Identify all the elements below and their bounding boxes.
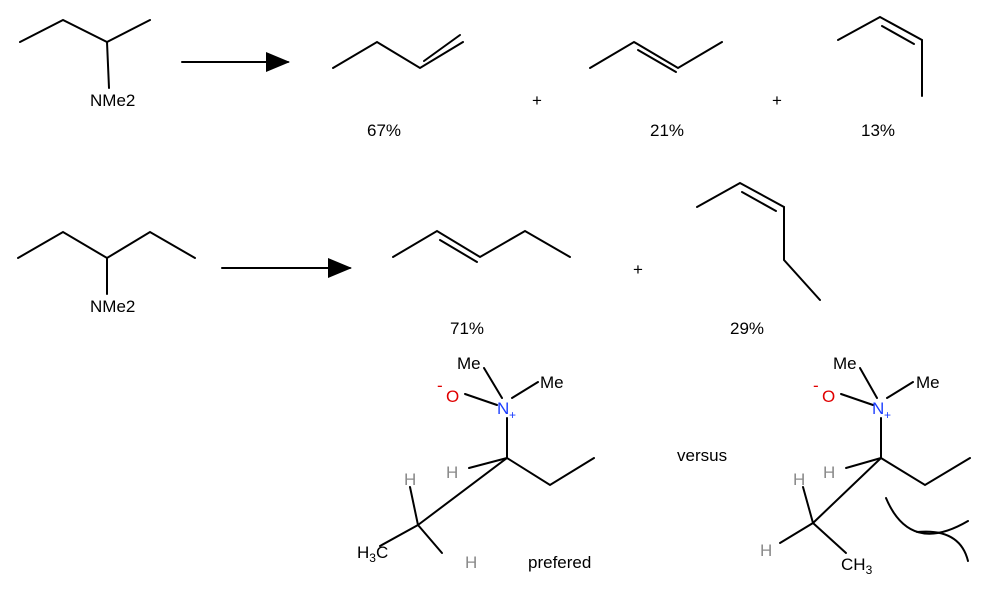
yield-cis-2-butene: 13% (861, 121, 895, 140)
plus-sign: + (772, 91, 782, 110)
hydrogen-label: H (465, 553, 477, 572)
conformer-disfavored: Me Me - O N + H H H CH3 (760, 354, 971, 577)
methyl-label: Me (540, 373, 564, 392)
negative-charge: - (437, 376, 443, 395)
hydrogen-label: H (760, 541, 772, 560)
h3c-label: H3C (357, 543, 388, 565)
oxygen-label: O (446, 387, 459, 406)
nitrogen-label: N (497, 399, 509, 418)
yield-trans-2-butene: 21% (650, 121, 684, 140)
hydrogen-label: H (793, 470, 805, 489)
oxygen-label: O (822, 387, 835, 406)
positive-charge: + (884, 408, 891, 422)
methyl-label: Me (916, 373, 940, 392)
plus-sign: + (633, 260, 643, 279)
hydrogen-label: H (446, 463, 458, 482)
product-cis-2-pentene (696, 181, 821, 301)
yield-cis-2-pentene: 29% (730, 319, 764, 338)
preferred-label: prefered (528, 553, 591, 572)
reactant-2-butyl-dimethylamine: NMe2 (19, 18, 151, 110)
yield-trans-2-pentene: 71% (450, 319, 484, 338)
reactant-3-pentyl-dimethylamine: NMe2 (17, 230, 196, 316)
hydrogen-label: H (823, 463, 835, 482)
methyl-label: Me (833, 354, 857, 373)
nme2-label: NMe2 (90, 91, 135, 110)
nitrogen-label: N (872, 399, 884, 418)
steric-clash-arc (885, 497, 969, 535)
product-trans-2-butene (589, 40, 723, 73)
negative-charge: - (813, 376, 819, 395)
nme2-label: NMe2 (90, 297, 135, 316)
versus-label: versus (677, 446, 727, 465)
yield-1-butene: 67% (367, 121, 401, 140)
conformer-preferred: Me Me - O N + H H H H3C prefered (357, 354, 595, 572)
steric-clash-arc (916, 530, 969, 562)
methyl-label: Me (457, 354, 481, 373)
positive-charge: + (509, 408, 516, 422)
product-cis-2-butene (837, 15, 923, 97)
ch3-label: CH3 (841, 555, 873, 577)
plus-sign: + (532, 91, 542, 110)
product-1-butene (332, 34, 464, 70)
hydrogen-label: H (404, 470, 416, 489)
product-trans-2-pentene (392, 229, 571, 263)
